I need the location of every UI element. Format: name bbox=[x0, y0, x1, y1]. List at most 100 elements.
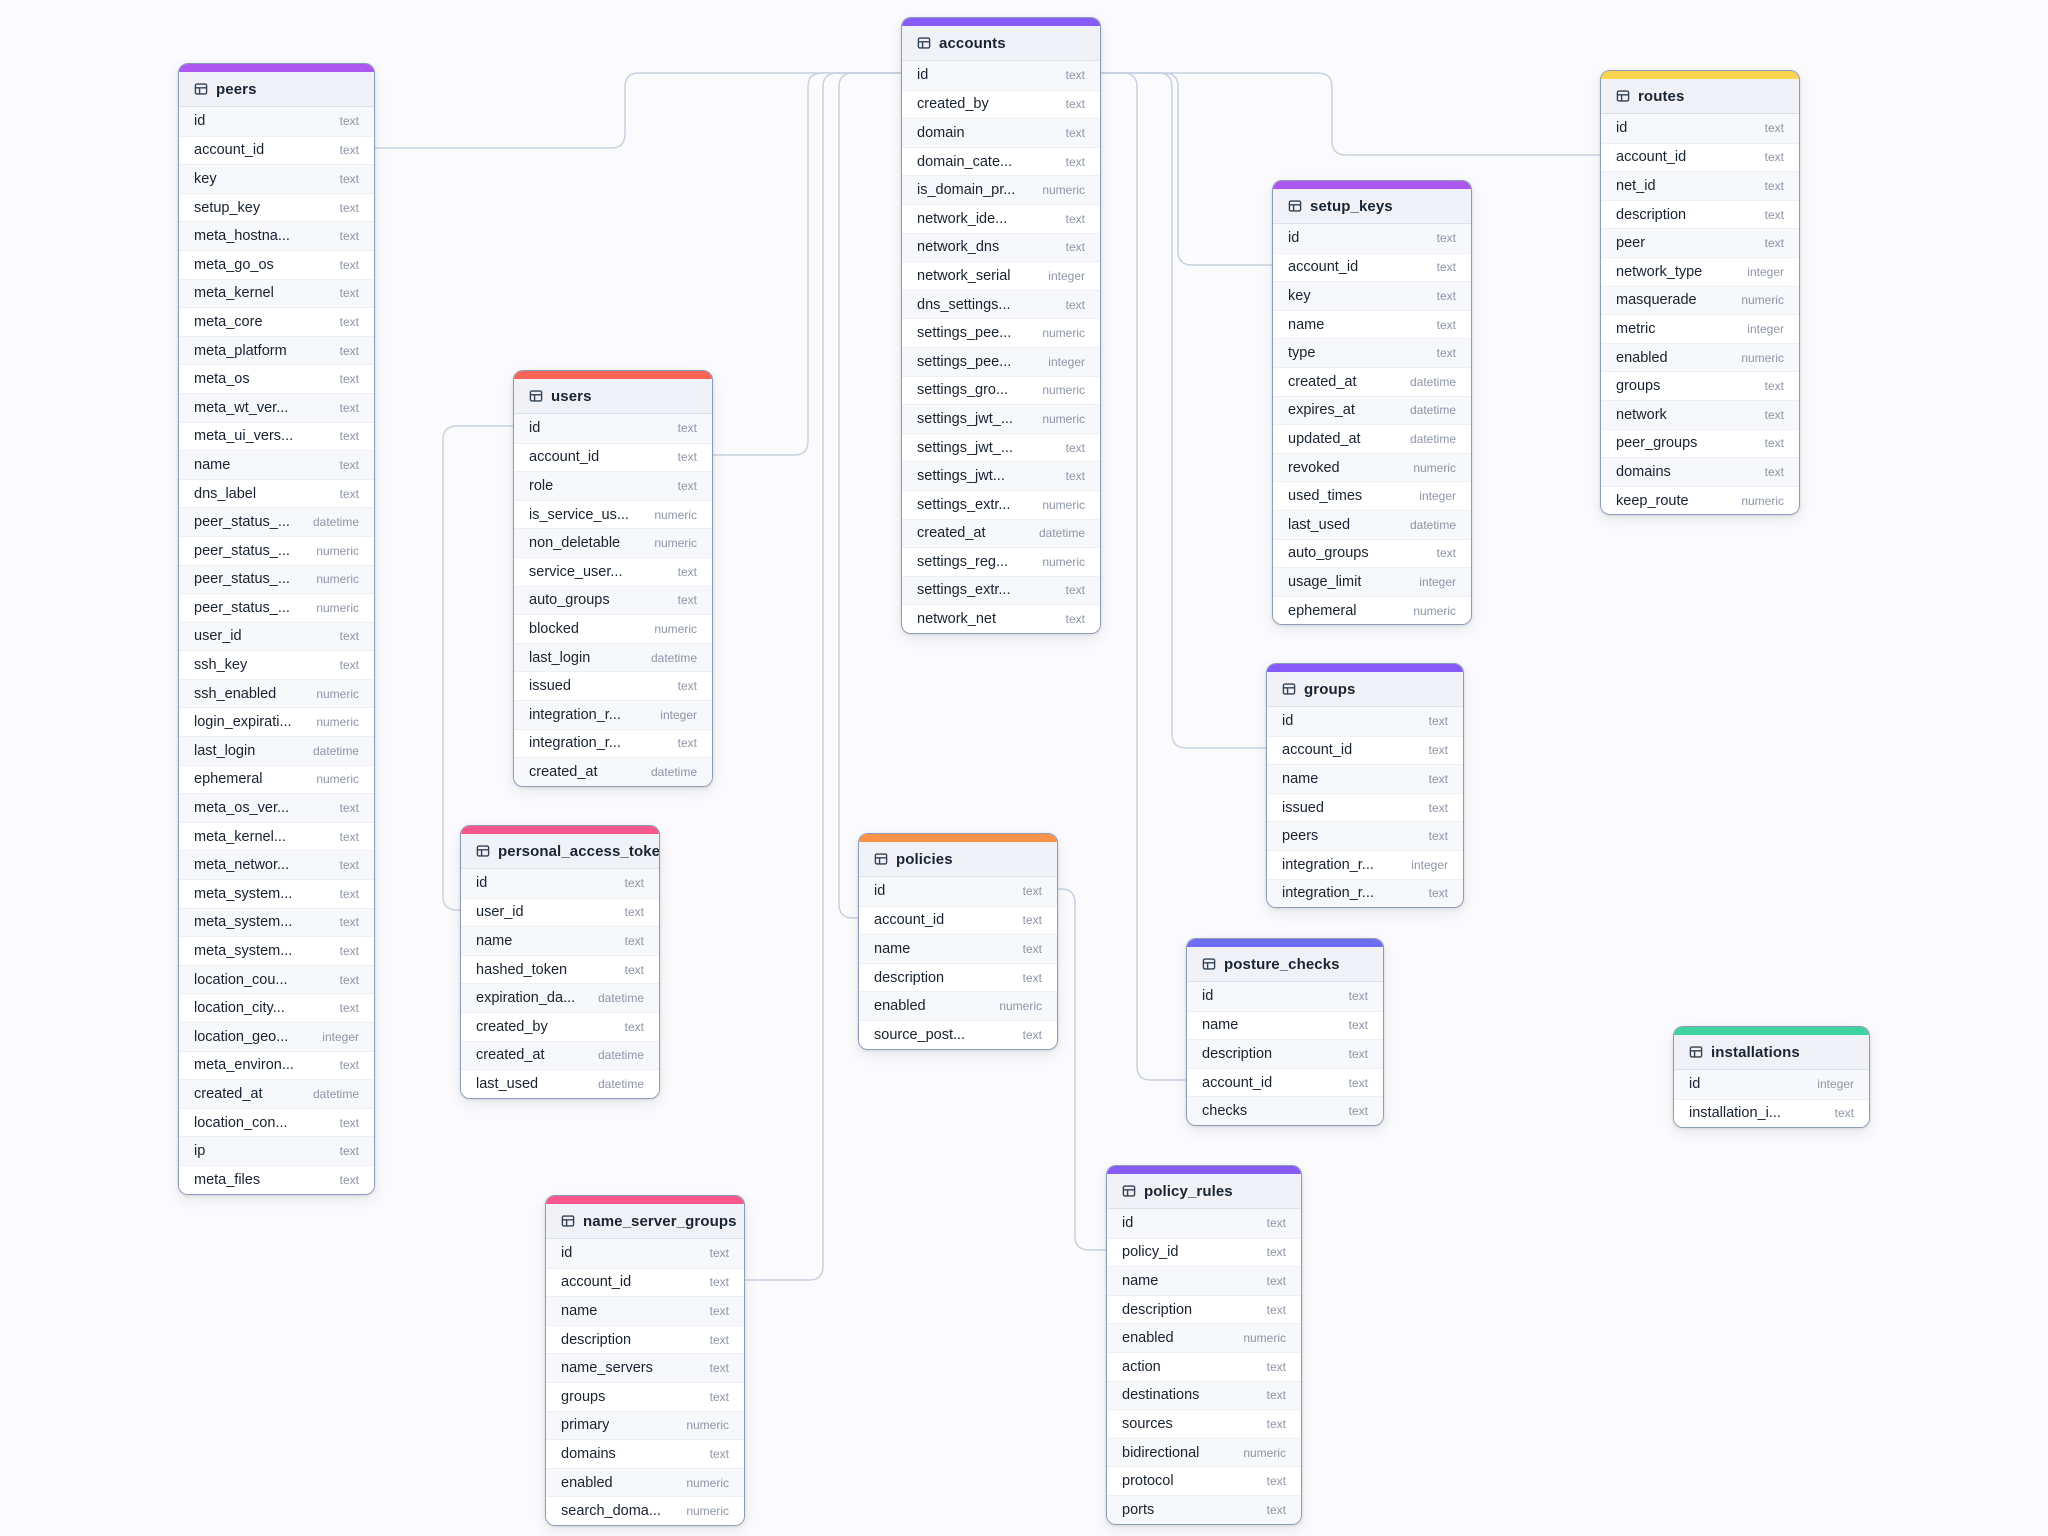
field-type: text bbox=[1266, 1388, 1286, 1403]
field-type: text bbox=[677, 478, 697, 493]
table-icon bbox=[529, 389, 543, 403]
field-name: id bbox=[1122, 1215, 1134, 1232]
field-name: primary bbox=[561, 1417, 610, 1434]
field-name: integration_r... bbox=[1282, 885, 1374, 902]
table-icon bbox=[1288, 199, 1302, 213]
table-name: groups bbox=[1304, 680, 1356, 698]
table-header-policies[interactable]: policies bbox=[859, 842, 1057, 877]
field-type: numeric bbox=[686, 1504, 729, 1519]
field-name: meta_os_ver... bbox=[194, 800, 290, 817]
field-name: peer bbox=[1616, 235, 1646, 252]
field-type: text bbox=[1764, 236, 1784, 251]
field-name: name bbox=[1202, 1017, 1239, 1034]
field-name: description bbox=[561, 1331, 632, 1348]
field-name: integration_r... bbox=[529, 735, 621, 752]
table-header-policy_rules[interactable]: policy_rules bbox=[1107, 1174, 1301, 1209]
field-name: setup_key bbox=[194, 199, 261, 216]
table-header-peers[interactable]: peers bbox=[179, 72, 374, 107]
field-name: name bbox=[874, 940, 911, 957]
field-type: text bbox=[1022, 941, 1042, 956]
field-type: text bbox=[1065, 612, 1085, 627]
table-header-groups[interactable]: groups bbox=[1267, 672, 1463, 707]
field-name: ssh_key bbox=[194, 657, 248, 674]
field-type: text bbox=[339, 286, 359, 301]
field-row-peers-meta_hostna_: meta_hostna...text bbox=[179, 221, 374, 250]
table-header-users[interactable]: users bbox=[514, 379, 712, 414]
field-type: text bbox=[1022, 913, 1042, 928]
field-type: text bbox=[1065, 240, 1085, 255]
table-header-installations[interactable]: installations bbox=[1674, 1035, 1869, 1070]
field-type: text bbox=[1436, 317, 1456, 332]
field-type: text bbox=[1022, 884, 1042, 899]
field-name: meta_system... bbox=[194, 914, 293, 931]
field-type: numeric bbox=[1042, 326, 1085, 341]
field-type: numeric bbox=[1042, 411, 1085, 426]
table-icon bbox=[561, 1214, 575, 1228]
field-type: numeric bbox=[1741, 350, 1784, 365]
table-header-setup_keys[interactable]: setup_keys bbox=[1273, 189, 1471, 224]
relationship-peers.account_id-to-accounts.id bbox=[375, 72, 901, 149]
field-name: location_con... bbox=[194, 1114, 288, 1131]
field-name: network_net bbox=[917, 611, 996, 628]
field-name: network_type bbox=[1616, 263, 1703, 280]
table-header-accounts[interactable]: accounts bbox=[902, 26, 1100, 61]
field-type: numeric bbox=[654, 621, 697, 636]
table-name: users bbox=[551, 387, 592, 405]
field-name: id bbox=[1689, 1076, 1701, 1093]
field-type: text bbox=[1348, 989, 1368, 1004]
field-name: dns_label bbox=[194, 485, 257, 502]
field-name: settings_jwt_... bbox=[917, 410, 1013, 427]
field-type: text bbox=[339, 658, 359, 673]
table-icon bbox=[1689, 1045, 1703, 1059]
field-type: text bbox=[1764, 178, 1784, 193]
field-row-groups-integration_r_: integration_r...text bbox=[1267, 878, 1463, 908]
field-type: numeric bbox=[316, 715, 359, 730]
field-name: keep_route bbox=[1616, 492, 1689, 509]
field-type: integer bbox=[1747, 264, 1784, 279]
field-type: text bbox=[1266, 1216, 1286, 1231]
field-name: location_cou... bbox=[194, 971, 288, 988]
table-accent-bar bbox=[1273, 181, 1471, 189]
field-type: text bbox=[709, 1275, 729, 1290]
field-type: text bbox=[1764, 379, 1784, 394]
field-row-accounts-settings_jwt__: settings_jwt_...text bbox=[902, 432, 1100, 462]
field-name: meta_go_os bbox=[194, 256, 274, 273]
field-name: created_at bbox=[529, 763, 598, 780]
table-header-routes[interactable]: routes bbox=[1601, 79, 1799, 114]
table-header-posture_checks[interactable]: posture_checks bbox=[1187, 947, 1383, 982]
field-type: numeric bbox=[1042, 497, 1085, 512]
field-type: text bbox=[677, 736, 697, 751]
table-header-personal_access_tokens[interactable]: personal_access_tokens bbox=[461, 834, 659, 869]
field-name: location_city... bbox=[194, 1000, 285, 1017]
field-name: blocked bbox=[529, 620, 579, 637]
field-type: text bbox=[1436, 346, 1456, 361]
table-header-name_server_groups[interactable]: name_server_groups bbox=[546, 1204, 744, 1239]
field-type: text bbox=[709, 1389, 729, 1404]
table-name: name_server_groups bbox=[583, 1212, 737, 1230]
